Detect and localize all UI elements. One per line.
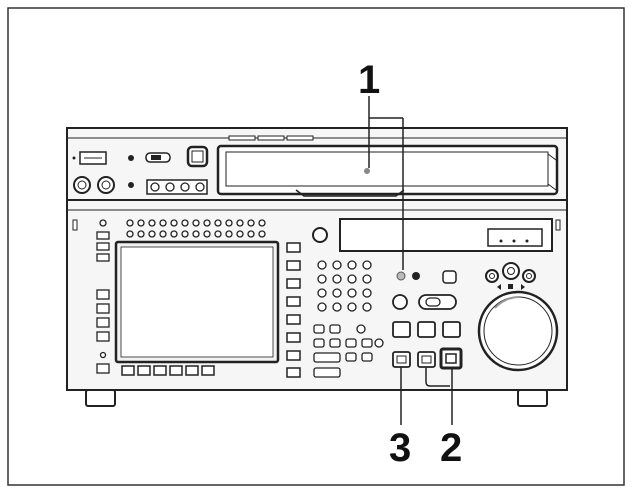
callout-3: 3 (389, 426, 412, 470)
leader-lines (368, 96, 453, 425)
screen-side-buttons (286, 242, 301, 378)
callout-1: 1 (358, 58, 381, 102)
lower-left-buttons (313, 324, 384, 378)
round-button (312, 227, 328, 243)
indicator-lamp-b (412, 272, 420, 280)
keypad (317, 260, 372, 312)
callout-2: 2 (440, 426, 463, 470)
top-dot-buttons (126, 219, 266, 238)
compartment-pointer-dot (364, 168, 370, 174)
screen-bottom-buttons (121, 365, 215, 376)
upper-unit (66, 127, 568, 201)
foot-left (85, 389, 116, 407)
indicator-lamp-a (396, 271, 406, 281)
left-button-column (96, 219, 110, 374)
indicator-dot (128, 155, 134, 161)
main-unit (66, 199, 568, 391)
foot-right (517, 389, 548, 407)
